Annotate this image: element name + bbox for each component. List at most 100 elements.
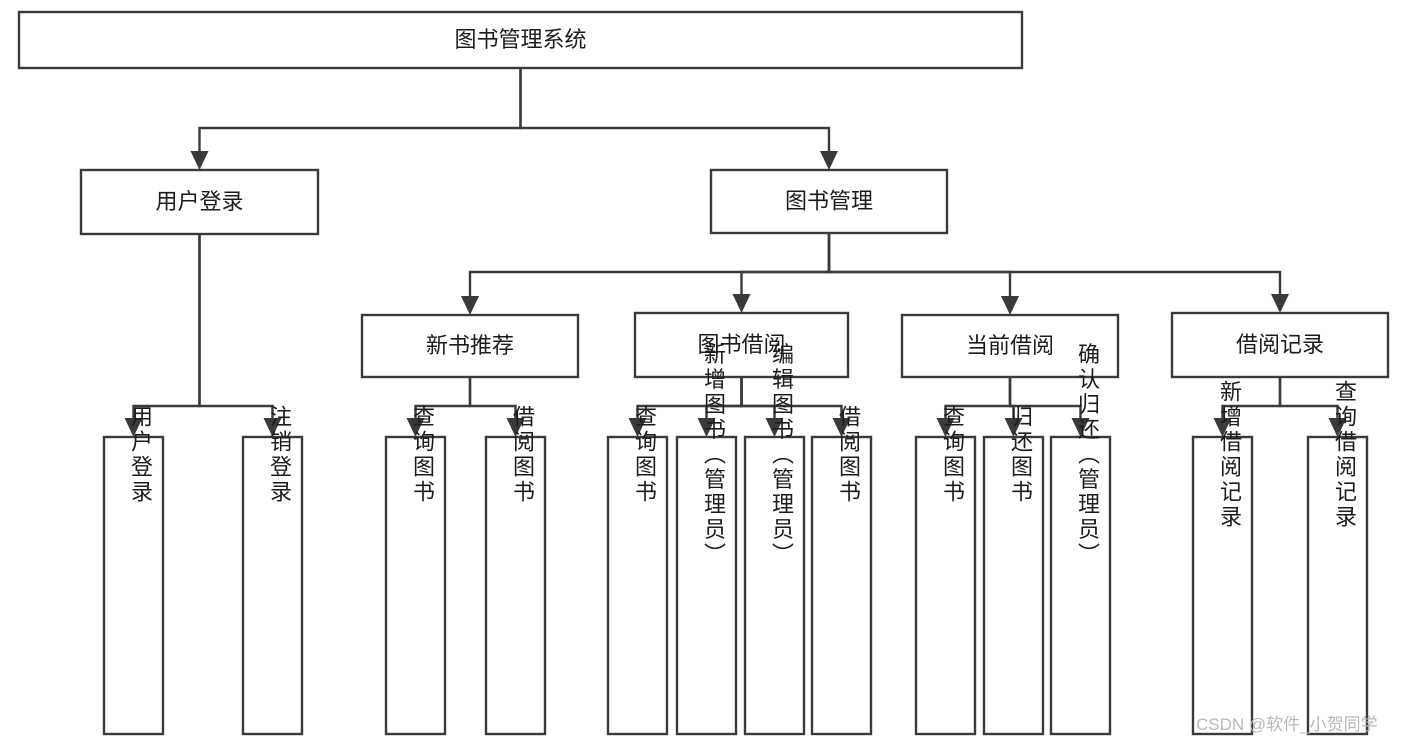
edge-cb-confirm-arrowhead-icon <box>1071 418 1090 437</box>
edge-bm-book-borrow <box>732 233 831 313</box>
edge-nbr-borrow <box>468 377 525 437</box>
node-box-leaf-query-book-2 <box>606 435 669 736</box>
node-leaf-logout[interactable]: 注销登录 <box>241 405 304 736</box>
node-box-leaf-query-record <box>1306 435 1369 736</box>
node-leaf-query-book-2[interactable]: 查询图书 <box>606 405 669 736</box>
edge-bb-edit-arrowhead-icon <box>765 418 784 437</box>
node-box-new-book-recommend <box>360 313 580 379</box>
node-label-leaf-query-book-1: 查询图书 <box>410 405 435 505</box>
node-box-leaf-return-book <box>982 435 1045 736</box>
edge-cb-confirm <box>1008 377 1090 437</box>
edge-bm-current-borrow <box>827 233 1019 315</box>
node-label-new-book-recommend: 新书推荐 <box>426 333 514 358</box>
edge-ul-leaf-logout-line <box>198 234 274 421</box>
watermark-label: CSDN @软件_小贺同学 <box>1196 715 1378 734</box>
node-label-leaf-user-login: 用户登录 <box>128 405 153 505</box>
node-leaf-borrow-book-2[interactable]: 借阅图书 <box>810 405 873 736</box>
node-new-book-recommend[interactable]: 新书推荐 <box>360 313 580 379</box>
edge-bm-book-borrow-arrowhead-icon <box>732 294 751 313</box>
node-label-leaf-query-record: 查询借阅记录 <box>1332 380 1357 530</box>
node-leaf-add-book[interactable]: 新增图书（管理员） <box>675 343 738 736</box>
node-layer: 图书管理系统用户登录图书管理新书推荐图书借阅当前借阅借阅记录用户登录注销登录查询… <box>17 10 1390 736</box>
node-label-leaf-return-book: 归还图书 <box>1008 405 1033 505</box>
node-box-leaf-query-book-1 <box>384 435 447 736</box>
node-leaf-query-book-3[interactable]: 查询图书 <box>914 405 977 736</box>
node-label-root: 图书管理系统 <box>454 27 586 52</box>
node-label-user-login: 用户登录 <box>155 189 243 214</box>
node-label-leaf-borrow-book-2: 借阅图书 <box>836 405 861 505</box>
node-box-leaf-add-record <box>1191 435 1254 736</box>
node-label-leaf-add-record: 新增借阅记录 <box>1217 380 1242 530</box>
node-leaf-borrow-book-1[interactable]: 借阅图书 <box>484 405 547 736</box>
edge-nbr-borrow-line <box>468 377 517 421</box>
node-leaf-query-book-1[interactable]: 查询图书 <box>384 405 447 736</box>
node-leaf-add-record[interactable]: 新增借阅记录 <box>1191 380 1254 736</box>
edge-nbr-query-arrowhead-icon <box>406 418 425 437</box>
edge-bm-current-borrow-arrowhead-icon <box>1001 296 1019 315</box>
node-leaf-confirm-return[interactable]: 确认归还（管理员） <box>1049 343 1112 736</box>
node-leaf-return-book[interactable]: 归还图书 <box>982 405 1045 736</box>
edge-br-query-line <box>1278 377 1339 421</box>
edge-bb-borrow-line <box>740 377 843 421</box>
node-box-book-borrow <box>633 311 850 379</box>
edge-br-add-arrowhead-icon <box>1213 418 1232 437</box>
node-leaf-query-record[interactable]: 查询借阅记录 <box>1306 380 1369 736</box>
edge-bb-query-arrowhead-icon <box>628 418 647 437</box>
node-box-current-borrow <box>900 313 1120 379</box>
node-label-book-borrow: 图书借阅 <box>697 332 785 357</box>
edge-root-book-manage-arrowhead-icon <box>820 151 838 170</box>
edge-bm-borrow-record <box>827 233 1289 313</box>
node-label-leaf-query-book-3: 查询图书 <box>940 405 965 505</box>
edge-bm-current-borrow-line <box>827 233 1012 299</box>
edge-bb-add-arrowhead-icon <box>697 418 716 437</box>
edge-ul-leaf-logout <box>198 234 282 437</box>
edge-br-query <box>1278 377 1347 437</box>
edge-ul-leaf-user-login-arrowhead-icon <box>124 418 143 437</box>
edge-bb-borrow-arrowhead-icon <box>832 418 851 437</box>
node-label-leaf-logout: 注销登录 <box>267 405 292 505</box>
edge-cb-return-arrowhead-icon <box>1004 418 1023 437</box>
edge-cb-confirm-line <box>1008 377 1082 421</box>
node-box-root <box>17 10 1024 70</box>
node-box-leaf-borrow-book-2 <box>810 435 873 736</box>
node-label-leaf-edit-book: 编辑图书（管理员） <box>769 343 794 568</box>
node-current-borrow[interactable]: 当前借阅 <box>900 313 1120 379</box>
edge-root-user-login-arrowhead-icon <box>190 151 209 170</box>
node-box-leaf-user-login <box>102 435 165 736</box>
edge-root-user-login <box>190 68 522 170</box>
edge-bm-borrow-record-arrowhead-icon <box>1271 294 1289 313</box>
node-root[interactable]: 图书管理系统 <box>17 10 1024 70</box>
node-box-leaf-query-book-3 <box>914 435 977 736</box>
node-leaf-edit-book[interactable]: 编辑图书（管理员） <box>743 343 806 736</box>
edge-nbr-borrow-arrowhead-icon <box>506 418 525 437</box>
node-box-book-manage <box>709 168 949 235</box>
node-box-user-login <box>79 168 320 236</box>
node-label-current-borrow: 当前借阅 <box>966 333 1054 358</box>
edge-root-book-manage <box>519 68 838 170</box>
node-book-manage[interactable]: 图书管理 <box>709 168 949 235</box>
node-label-leaf-add-book: 新增图书（管理员） <box>701 343 726 568</box>
edge-br-query-arrowhead-icon <box>1328 418 1347 437</box>
edge-bm-new-book <box>461 233 831 315</box>
node-borrow-record[interactable]: 借阅记录 <box>1170 311 1390 379</box>
edge-bm-borrow-record-line <box>827 233 1282 297</box>
edge-ul-leaf-user-login-line <box>132 234 201 421</box>
node-box-borrow-record <box>1170 311 1390 379</box>
edge-root-book-manage-line <box>519 68 831 154</box>
edge-bb-borrow <box>740 377 851 437</box>
node-book-borrow[interactable]: 图书借阅 <box>633 311 850 379</box>
edge-bm-new-book-arrowhead-icon <box>461 296 479 315</box>
node-label-borrow-record: 借阅记录 <box>1236 332 1324 357</box>
node-leaf-user-login[interactable]: 用户登录 <box>102 405 165 736</box>
node-box-leaf-add-book <box>675 435 738 736</box>
edge-cb-query-arrowhead-icon <box>936 418 955 437</box>
node-box-leaf-borrow-book-1 <box>484 435 547 736</box>
node-user-login[interactable]: 用户登录 <box>79 168 320 236</box>
node-box-leaf-logout <box>241 435 304 736</box>
edge-bm-new-book-line <box>468 233 831 299</box>
edge-root-user-login-line <box>198 68 522 154</box>
edge-bm-book-borrow-line <box>740 233 831 297</box>
node-label-leaf-borrow-book-1: 借阅图书 <box>510 405 535 505</box>
